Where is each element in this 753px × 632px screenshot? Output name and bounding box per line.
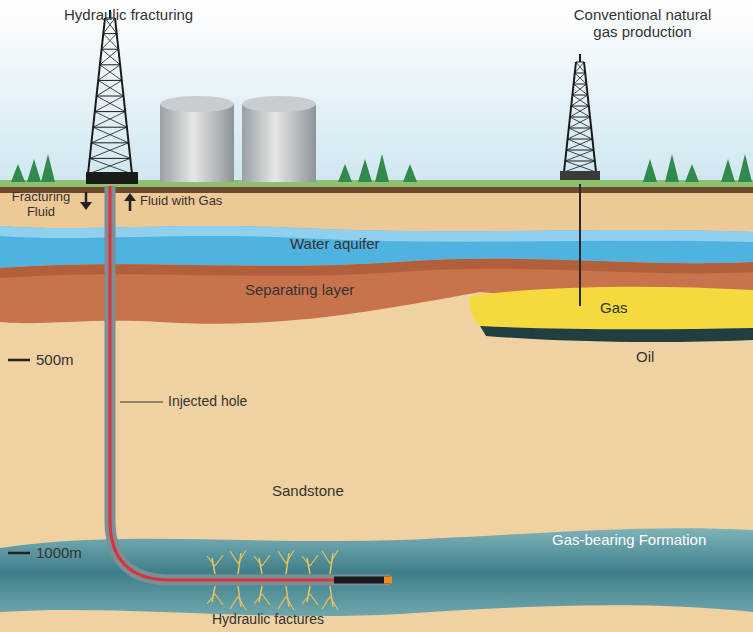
depth-label: 1000m <box>36 544 82 561</box>
gas-pocket <box>469 287 753 330</box>
oil-layer <box>480 326 753 342</box>
layer-label: Oil <box>636 348 654 365</box>
depth-tick <box>8 359 30 362</box>
rig-title: Conventional natural gas production <box>560 6 725 41</box>
part-label: Hydraulic factures <box>212 611 324 627</box>
layer-label: Gas <box>600 299 628 316</box>
part-label: Injected hole <box>168 393 247 409</box>
layer-label: Sandstone <box>272 482 344 499</box>
sandstone <box>0 185 753 632</box>
gas-well-rig <box>560 54 600 180</box>
well-casing <box>110 186 390 580</box>
storage-tanks <box>160 96 316 182</box>
flow-label: Fluid with Gas <box>140 194 222 209</box>
well-tip <box>334 577 390 584</box>
drill-bit <box>384 577 392 584</box>
layer-label: Water aquifer <box>290 235 379 252</box>
conventional-well <box>579 184 581 306</box>
hydraulic-fractures <box>207 550 338 610</box>
layer-label: Separating layer <box>245 281 354 298</box>
leader-line <box>120 401 163 402</box>
flow-label: Fracturing Fluid <box>8 190 74 220</box>
depth-tick <box>8 552 30 555</box>
drilling-rig <box>86 10 138 184</box>
depth-label: 500m <box>36 351 74 368</box>
layer-label: Gas-bearing Formation <box>552 531 706 548</box>
sky <box>0 0 753 190</box>
flow-arrows <box>80 192 136 211</box>
rig-title: Hydraulic fracturing <box>64 6 193 23</box>
